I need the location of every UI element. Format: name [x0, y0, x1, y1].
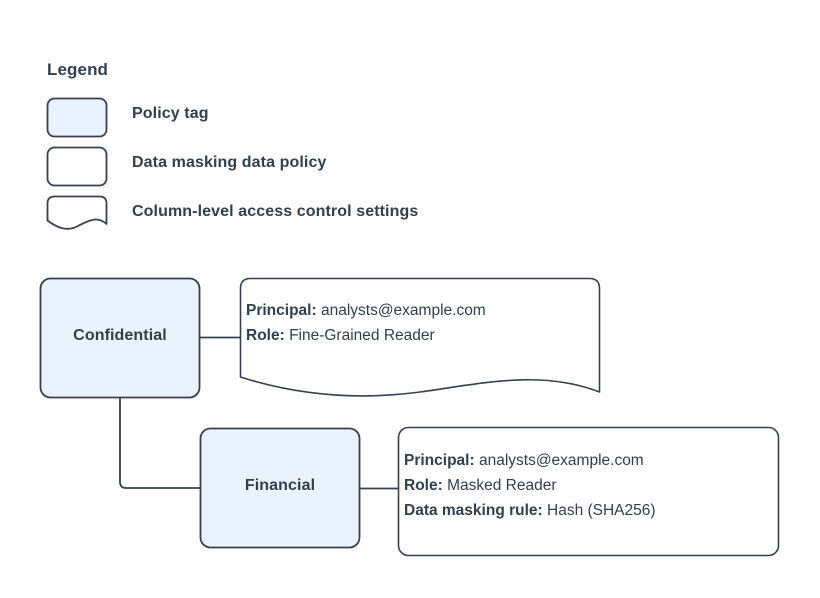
callout-line-principal: Principal: analysts@example.com [246, 298, 486, 323]
callout-value-principal: analysts@example.com [320, 302, 486, 319]
callout-key-data-masking-rule: Data masking rule: [404, 502, 543, 519]
callout-confidential-access[interactable] [239, 277, 601, 397]
callout-key-role: Role: [404, 477, 443, 494]
legend-item-label-data-masking-policy: Data masking data policy [132, 154, 327, 171]
node-financial[interactable] [199, 427, 361, 549]
legend-swatch-column-access-settings [46, 195, 108, 230]
callout-value-data-masking-rule: Hash (SHA256) [547, 502, 656, 519]
legend-swatch-policy-tag [46, 97, 108, 138]
connector-confidential-to-financial [119, 397, 202, 489]
callout-text-financial-masking-policy: Principal: analysts@example.com Role: Ma… [404, 448, 656, 523]
callout-key-principal: Principal: [404, 452, 475, 469]
callout-text-confidential-access: Principal: analysts@example.com Role: Fi… [246, 298, 486, 348]
node-label-financial: Financial [244, 477, 316, 494]
legend-swatch-data-masking-policy [46, 146, 108, 187]
callout-financial-masking-policy[interactable] [397, 426, 780, 557]
legend-title: Legend [47, 60, 109, 79]
legend-item-label-column-access-settings: Column-level access control settings [132, 203, 419, 220]
callout-line-principal: Principal: analysts@example.com [404, 448, 656, 473]
callout-line-data-masking-rule: Data masking rule: Hash (SHA256) [404, 498, 656, 523]
callout-value-role: Fine-Grained Reader [289, 327, 435, 344]
callout-value-role: Masked Reader [447, 477, 557, 494]
node-label-confidential: Confidential [73, 327, 167, 344]
callout-key-role: Role: [246, 327, 285, 344]
callout-key-principal: Principal: [246, 302, 317, 319]
callout-line-role: Role: Fine-Grained Reader [246, 323, 486, 348]
legend-item-label-policy-tag: Policy tag [132, 105, 209, 122]
callout-line-role: Role: Masked Reader [404, 473, 656, 498]
callout-value-principal: analysts@example.com [478, 452, 644, 469]
node-confidential[interactable] [39, 277, 201, 399]
